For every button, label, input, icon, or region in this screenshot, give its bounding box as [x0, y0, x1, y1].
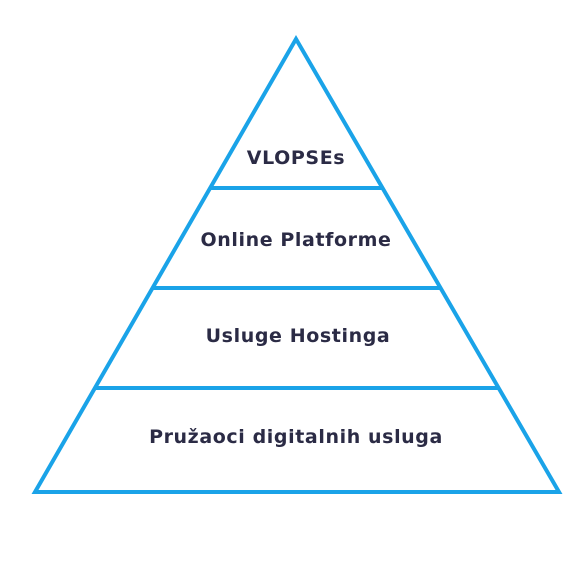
- tier-label-vlopses: VLOPSEs: [247, 147, 345, 169]
- pyramid-outline: [31, 35, 563, 494]
- tier-label-pruzaoci-digitalnih-usluga: Pružaoci digitalnih usluga: [149, 426, 443, 448]
- tier-label-usluge-hostinga: Usluge Hostinga: [206, 325, 391, 347]
- tier-label-online-platforme: Online Platforme: [200, 229, 391, 251]
